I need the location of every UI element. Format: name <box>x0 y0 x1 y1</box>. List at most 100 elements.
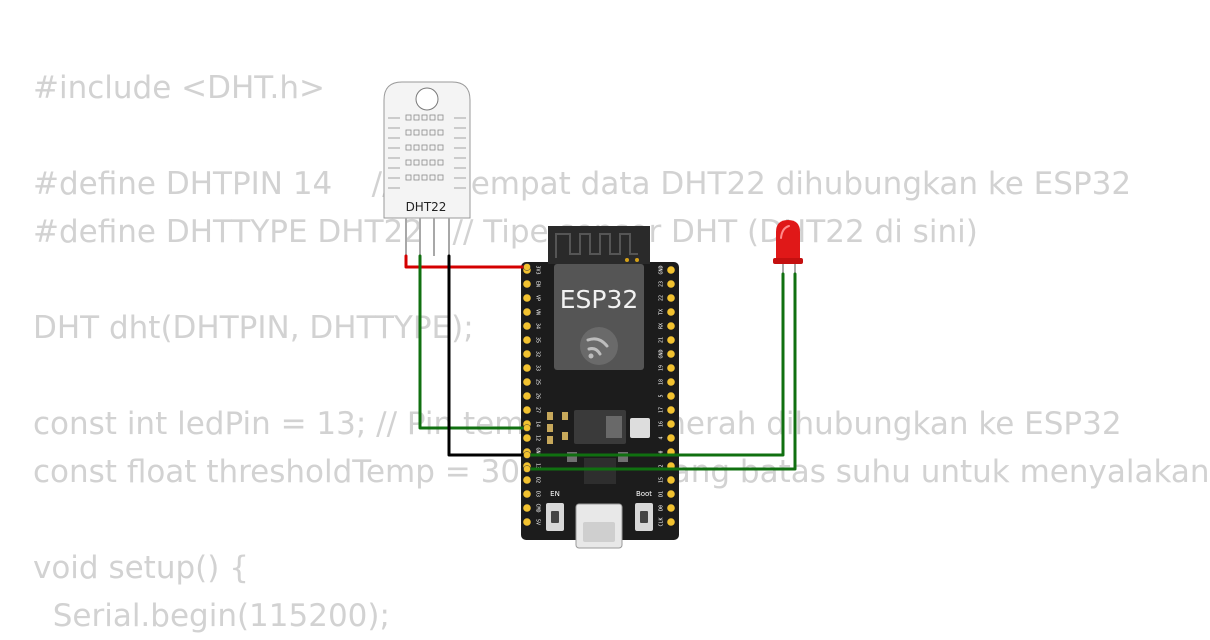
pin-pad[interactable] <box>523 392 531 400</box>
dht22-label: DHT22 <box>406 200 447 214</box>
wire-vcc[interactable] <box>404 254 529 269</box>
pin-pad[interactable] <box>667 308 675 316</box>
pin-labels-left: 3V3ENVPVN343532332526271412GND13D2D3CMD5… <box>535 265 541 525</box>
led-base <box>773 258 803 264</box>
pin-label: 0 <box>659 450 665 453</box>
pin-label: CMD <box>535 503 541 512</box>
pin-label: 26 <box>535 393 541 399</box>
espressif-logo-icon <box>580 327 618 365</box>
pin-label: D1 <box>659 491 665 497</box>
pin-pad[interactable] <box>523 336 531 344</box>
dht22-legs <box>405 218 450 256</box>
code-line: Serial.begin(115200); <box>33 598 390 634</box>
pin-label: VN <box>535 309 541 315</box>
pin-pad[interactable] <box>523 504 531 512</box>
red-led[interactable] <box>773 220 803 274</box>
wires <box>404 254 797 471</box>
code-line: #define DHTTYPE DHT22 // Tipe sensor DHT… <box>33 214 978 250</box>
pin-label: 3V3 <box>535 265 541 274</box>
pin-pad[interactable] <box>667 280 675 288</box>
pin-label: RX <box>659 323 665 329</box>
pin-label: 25 <box>535 379 541 385</box>
pin-pad[interactable] <box>667 266 675 274</box>
pin-label: GND <box>659 349 665 358</box>
pin-pad[interactable] <box>523 350 531 358</box>
pin-pad[interactable] <box>523 406 531 414</box>
dht22-vent-grid <box>388 114 466 189</box>
code-line: #include <DHT.h> <box>33 70 326 106</box>
pin-label: 35 <box>535 337 541 343</box>
pin-label: 27 <box>535 407 541 413</box>
pin-label: 12 <box>535 435 541 441</box>
pin-label: 15 <box>659 477 665 483</box>
pin-pad[interactable] <box>667 364 675 372</box>
pin-label: 22 <box>659 295 665 301</box>
code-line: const int ledPin = 13; // Pin tempat LED… <box>33 406 1122 442</box>
led-highlight <box>780 225 790 239</box>
esp32-label: ESP32 <box>560 285 639 314</box>
pin-pad[interactable] <box>523 308 531 316</box>
pin-label: GND <box>659 265 665 274</box>
wire-data[interactable] <box>418 254 529 430</box>
antenna-trace-icon <box>555 233 638 258</box>
en-button[interactable] <box>546 503 564 531</box>
pin-label: TX <box>659 309 665 315</box>
esp32-devkit[interactable]: ESP32 3V3ENVPVN343532332526271412GND13D2… <box>521 226 679 549</box>
pin-pad[interactable] <box>523 364 531 372</box>
pin-label: 14 <box>535 421 541 427</box>
pin-label: 2 <box>659 464 665 467</box>
pin-pad[interactable] <box>667 406 675 414</box>
pin-pad[interactable] <box>667 434 675 442</box>
wire-led-anode[interactable] <box>525 272 785 457</box>
pin-pad[interactable] <box>667 322 675 330</box>
pin-label: 13 <box>535 463 541 469</box>
pin-pad[interactable] <box>523 322 531 330</box>
pin-pad[interactable] <box>523 434 531 442</box>
pin-pad[interactable] <box>667 476 675 484</box>
pin-label: D2 <box>535 477 541 483</box>
pin-pad[interactable] <box>523 476 531 484</box>
pin-label: 16 <box>659 421 665 427</box>
pin-pad[interactable] <box>667 504 675 512</box>
code-line: const float thresholdTemp = 30.0; // Amb… <box>33 454 1210 490</box>
led-body <box>776 220 800 262</box>
dht22-sensor[interactable]: DHT22 <box>383 81 471 256</box>
wire-ground[interactable] <box>447 254 529 457</box>
pin-pad[interactable] <box>667 420 675 428</box>
pin-label: D3 <box>535 491 541 497</box>
code-listing: #include <DHT.h>#define DHTPIN 14 // Pin… <box>33 64 1210 640</box>
pin-pad[interactable] <box>667 294 675 302</box>
pin-label: D0 <box>659 505 665 511</box>
pin-pad[interactable] <box>667 392 675 400</box>
en-button-label: EN <box>550 490 560 498</box>
pin-pad[interactable] <box>523 518 531 526</box>
pin-label: 5 <box>659 394 665 397</box>
wire-endpoints <box>523 263 531 473</box>
pin-label: 32 <box>535 351 541 357</box>
pin-label: 18 <box>659 379 665 385</box>
pin-pad[interactable] <box>667 336 675 344</box>
usb-uart-chip <box>584 458 616 484</box>
code-line: DHT dht(DHTPIN, DHTTYPE); <box>33 310 474 346</box>
pin-pad[interactable] <box>667 518 675 526</box>
boot-button[interactable] <box>635 503 653 531</box>
pin-pad[interactable] <box>523 280 531 288</box>
pin-pad[interactable] <box>667 350 675 358</box>
pin-pad[interactable] <box>523 378 531 386</box>
pin-pad[interactable] <box>667 378 675 386</box>
pin-pads-left <box>523 266 531 526</box>
pin-pad[interactable] <box>667 490 675 498</box>
pin-label: VP <box>535 295 541 301</box>
pin-label: 34 <box>535 323 541 329</box>
pin-pad[interactable] <box>523 294 531 302</box>
boot-button-label: Boot <box>636 490 652 498</box>
dht22-mount-hole <box>415 87 439 111</box>
pin-label: 5V <box>535 519 541 525</box>
pin-pad[interactable] <box>523 490 531 498</box>
pin-pads-right <box>667 266 675 526</box>
pin-label: 17 <box>659 407 665 413</box>
wire-led-cathode[interactable] <box>525 272 797 471</box>
pin-label: 19 <box>659 365 665 371</box>
pin-label: 23 <box>659 281 665 287</box>
pin-label: 21 <box>659 337 665 343</box>
